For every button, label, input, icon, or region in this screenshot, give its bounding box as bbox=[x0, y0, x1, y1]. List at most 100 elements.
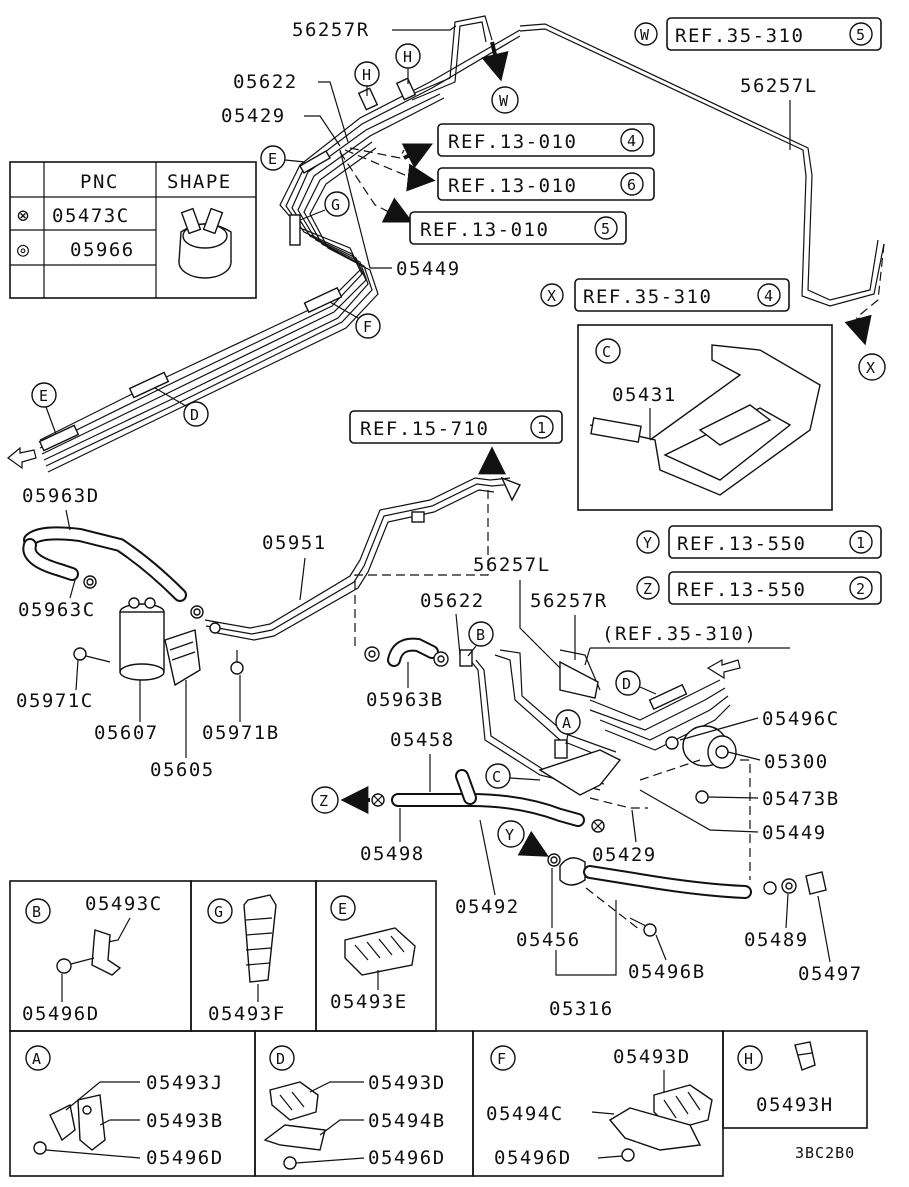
legend-header-shape: SHAPE bbox=[167, 171, 232, 193]
cap-05497 bbox=[805, 871, 827, 895]
label-05963d: 05963D bbox=[22, 485, 100, 507]
diagram-code: 3BC2B0 bbox=[795, 1144, 855, 1162]
svg-text:REF.13-010: REF.13-010 bbox=[420, 219, 549, 241]
callout-z: Z bbox=[311, 786, 339, 814]
svg-text:A: A bbox=[562, 714, 572, 732]
upper-fuel-pipe-bundle bbox=[7, 15, 885, 473]
callout-e-upper: E bbox=[260, 145, 286, 171]
ref-z[interactable]: Z REF.13-550 2 bbox=[636, 571, 882, 605]
label-05963c: 05963C bbox=[18, 599, 96, 621]
callout-x-arrow: X bbox=[858, 353, 886, 381]
cross-circle-icon: ⊗ bbox=[17, 203, 31, 227]
svg-text:F: F bbox=[497, 1050, 507, 1068]
callout-d-upper: D bbox=[183, 401, 209, 427]
callout-e-lower: E bbox=[31, 382, 57, 408]
svg-text:05493B: 05493B bbox=[146, 1110, 224, 1132]
svg-text:Y: Y bbox=[505, 826, 515, 844]
legend-table: PNC SHAPE ⊗ 05473C ◎ 05966 bbox=[9, 161, 257, 299]
clamp-f bbox=[303, 286, 343, 314]
bolt-05496c bbox=[665, 736, 679, 750]
svg-text:REF.35-310: REF.35-310 bbox=[675, 25, 804, 47]
svg-text:X: X bbox=[547, 287, 557, 305]
label-56257l-mid: 56257L bbox=[473, 554, 551, 576]
label-05963b: 05963B bbox=[366, 689, 444, 711]
svg-text:W: W bbox=[640, 26, 650, 44]
svg-text:D: D bbox=[190, 406, 200, 424]
svg-text:4: 4 bbox=[627, 132, 637, 150]
label-05498: 05498 bbox=[360, 843, 425, 865]
ref-15-710[interactable]: REF.15-710 1 bbox=[349, 410, 563, 444]
clamp-g bbox=[289, 214, 301, 246]
label-05456: 05456 bbox=[516, 929, 581, 951]
label-05622-top: 05622 bbox=[233, 71, 298, 93]
svg-text:B: B bbox=[476, 626, 486, 644]
svg-text:05496D: 05496D bbox=[22, 1003, 100, 1025]
svg-text:REF.13-010: REF.13-010 bbox=[448, 175, 577, 197]
hose-05963b bbox=[364, 637, 449, 667]
label-05971b: 05971B bbox=[202, 722, 280, 744]
flow-arrow-right-icon bbox=[706, 658, 741, 680]
bracket-05605 bbox=[164, 629, 201, 687]
svg-text:E: E bbox=[268, 150, 278, 168]
svg-text:W: W bbox=[499, 92, 509, 110]
ref-13-010-6[interactable]: REF.13-010 6 bbox=[437, 167, 655, 201]
ref-13-010-5[interactable]: REF.13-010 5 bbox=[409, 211, 627, 245]
callout-d-mid: D bbox=[615, 670, 641, 696]
clip-a bbox=[554, 739, 568, 759]
svg-text:C: C bbox=[602, 343, 612, 361]
double-circle-icon: ◎ bbox=[17, 237, 31, 261]
ref-paren-35-310[interactable]: (REF.35-310) bbox=[602, 623, 757, 645]
label-05971c: 05971C bbox=[16, 690, 94, 712]
label-05496b: 05496B bbox=[628, 961, 706, 983]
svg-text:05494C: 05494C bbox=[486, 1103, 564, 1125]
svg-text:H: H bbox=[403, 48, 413, 66]
detail-e: E 05493E bbox=[315, 880, 437, 1032]
bolt-05971b bbox=[230, 661, 244, 675]
callout-f: F bbox=[355, 313, 381, 339]
svg-text:1: 1 bbox=[856, 534, 866, 552]
detail-f: F 05493D 05494C 05496D bbox=[472, 1030, 724, 1177]
callout-b-mid: B bbox=[468, 621, 494, 647]
flow-arrow-icon bbox=[7, 446, 37, 470]
legend-pnc-2: 05966 bbox=[70, 239, 135, 261]
ref-y[interactable]: Y REF.13-550 1 bbox=[636, 525, 882, 559]
svg-text:G: G bbox=[214, 903, 224, 921]
svg-text:05494B: 05494B bbox=[368, 1110, 446, 1132]
label-05449-mid: 05449 bbox=[762, 822, 827, 844]
label-05605: 05605 bbox=[150, 759, 215, 781]
svg-text:REF.15-710: REF.15-710 bbox=[360, 418, 489, 440]
svg-text:05493D: 05493D bbox=[613, 1046, 691, 1068]
svg-text:C: C bbox=[492, 768, 502, 786]
bolt-05971c bbox=[73, 647, 87, 661]
svg-text:6: 6 bbox=[627, 176, 637, 194]
svg-text:REF.13-010: REF.13-010 bbox=[448, 131, 577, 153]
detail-g: G 05493F bbox=[190, 880, 317, 1032]
bolt-05473b bbox=[695, 790, 709, 804]
canister-05607 bbox=[73, 597, 244, 687]
ref-x[interactable]: X REF.35-310 4 bbox=[540, 278, 790, 312]
ref-w[interactable]: W REF.35-310 5 bbox=[634, 17, 882, 51]
vent-line-05316: Y bbox=[497, 820, 827, 937]
svg-text:H: H bbox=[744, 1050, 754, 1068]
svg-text:Y: Y bbox=[643, 534, 653, 552]
label-05492: 05492 bbox=[455, 896, 520, 918]
svg-text:05493F: 05493F bbox=[208, 1003, 286, 1025]
ref-13-010-4[interactable]: REF.13-010 4 bbox=[437, 123, 655, 157]
clip-h-1 bbox=[357, 87, 379, 111]
label-05458: 05458 bbox=[390, 729, 455, 751]
svg-text:F: F bbox=[363, 318, 373, 336]
label-05300: 05300 bbox=[764, 751, 829, 773]
callout-w-arrow: W bbox=[491, 86, 519, 114]
svg-text:X: X bbox=[866, 359, 876, 377]
svg-text:05496D: 05496D bbox=[368, 1147, 446, 1169]
svg-text:A: A bbox=[32, 1050, 42, 1068]
svg-text:05493H: 05493H bbox=[756, 1094, 834, 1116]
label-05429-mid: 05429 bbox=[592, 844, 657, 866]
clamp-d-lower bbox=[648, 683, 688, 711]
label-05489: 05489 bbox=[744, 929, 809, 951]
legend-pnc-1: 05473C bbox=[52, 205, 130, 227]
detail-d: D 05493D 05494B 05496D bbox=[254, 1030, 474, 1177]
svg-text:REF.13-550: REF.13-550 bbox=[677, 533, 806, 555]
label-05951: 05951 bbox=[262, 532, 327, 554]
